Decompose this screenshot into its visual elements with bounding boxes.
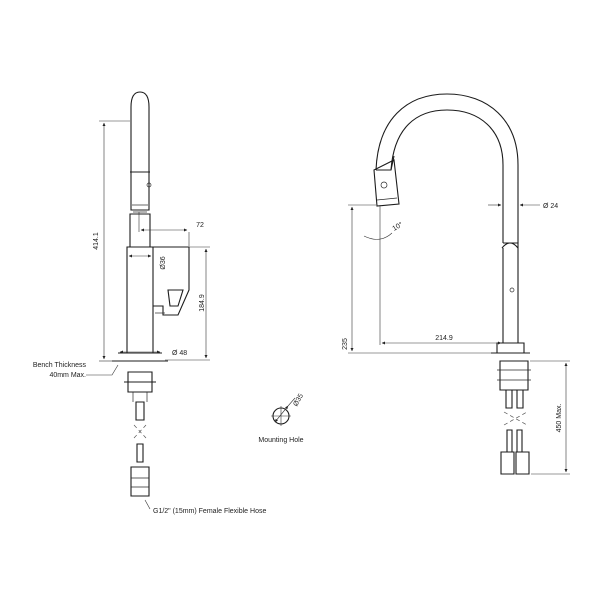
bench-thickness-label-line1: Bench Thickness [33,362,87,369]
body-diameter-label: Ø36 [160,256,167,269]
handle-offset-label: 72 [196,222,204,229]
spout-height-label: 235 [342,338,349,350]
mounting-hole-label: Mounting Hole [258,437,303,444]
mounting-hole-diameter-label: Ø35 [292,393,305,408]
handle-height-label: 184.9 [199,294,206,312]
spray-angle-label: 10° [391,220,404,232]
hose-length-label: 450 Max. [556,404,563,433]
side-view-dimensions [86,120,210,510]
bench-thickness-label-line2: 40mm Max. [49,372,86,379]
mounting-hole-symbol [271,397,296,426]
hose-note-label: G1/2" (15mm) Female Flexible Hose [153,508,266,515]
height-total-label: 414.1 [93,232,100,250]
side-view-tap [112,91,190,497]
spout-diameter-label: Ø 24 [543,203,558,210]
front-view-tap [373,93,531,475]
front-view-dimensions [348,203,570,475]
base-diameter-label: Ø 48 [172,350,187,357]
reach-label: 214.9 [435,335,453,342]
